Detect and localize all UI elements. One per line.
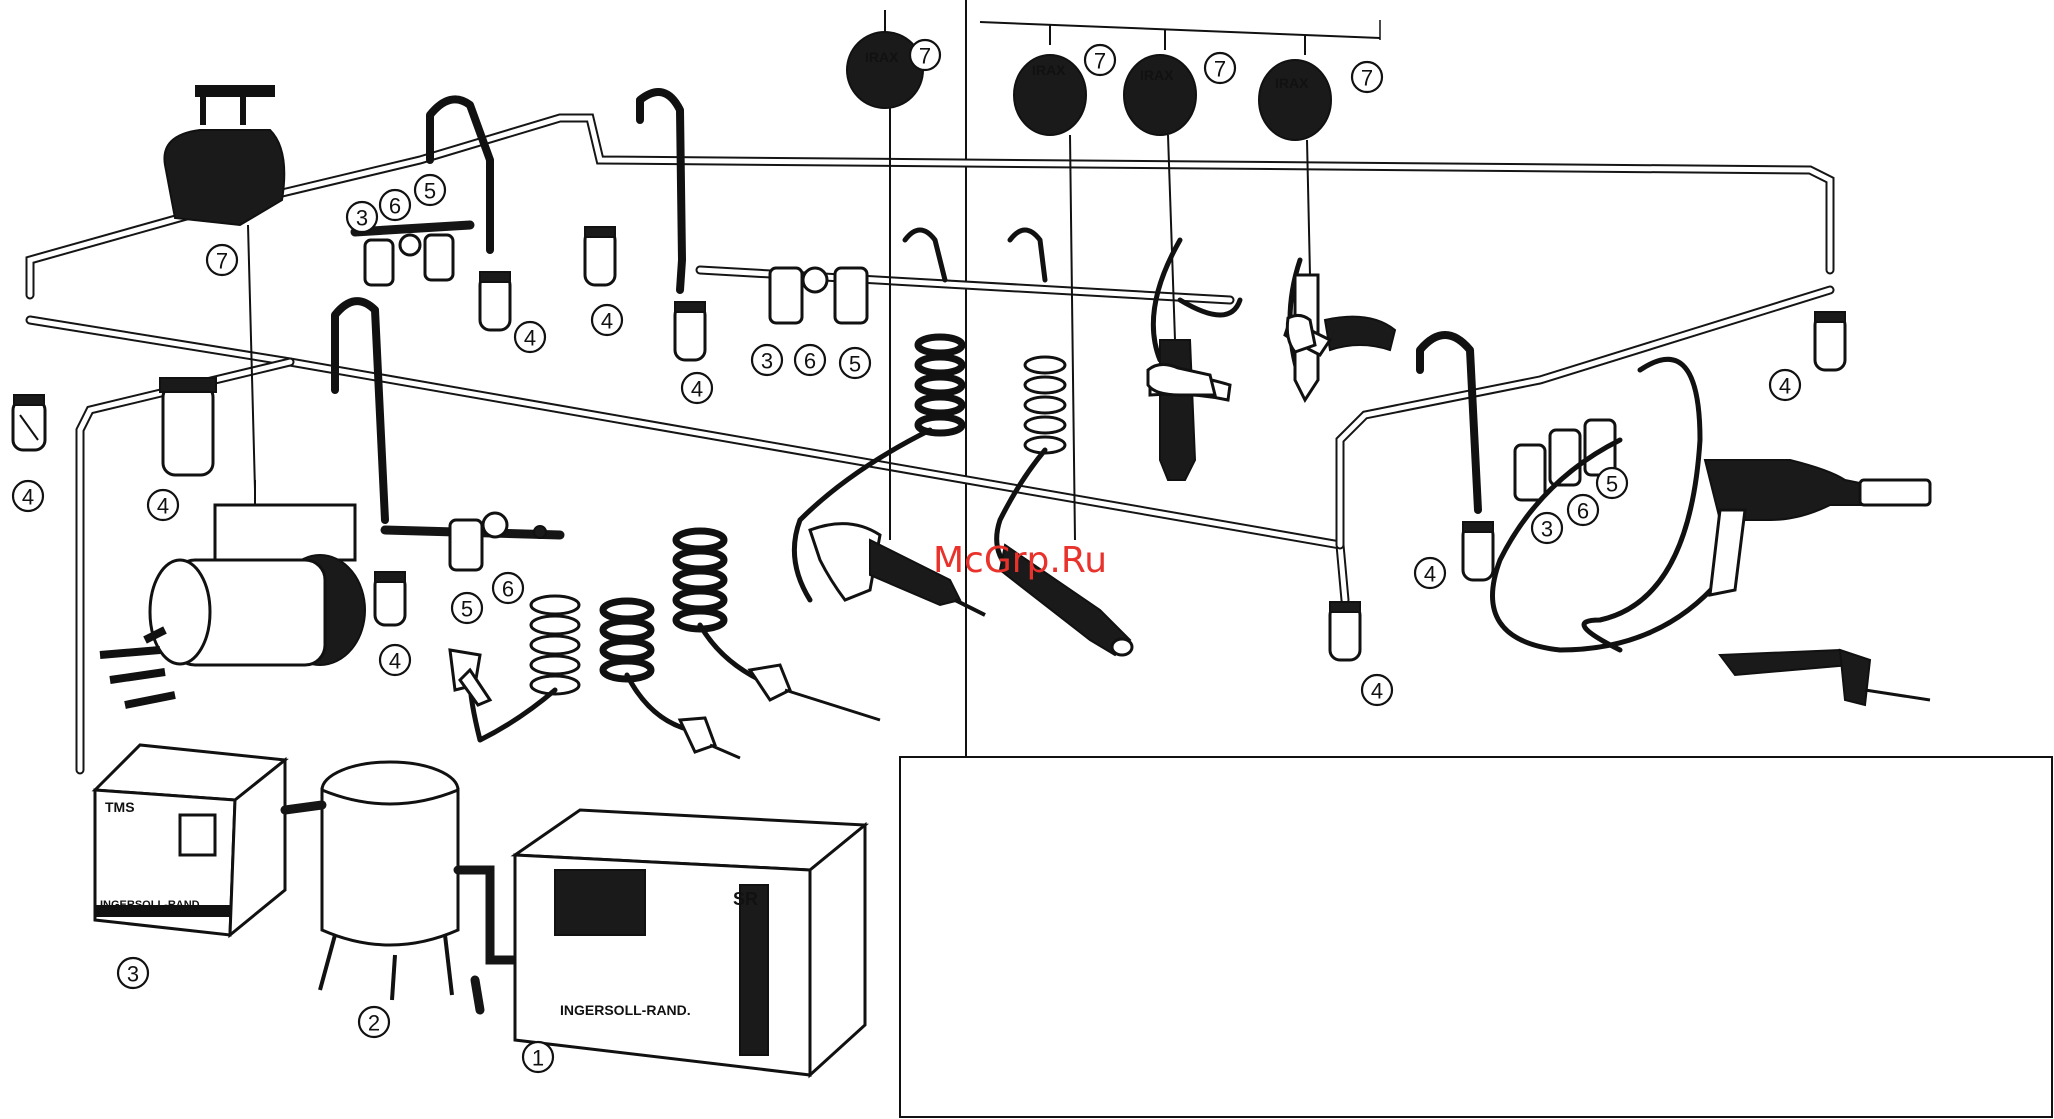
air-compressor: SR INGERSOLL-RAND. <box>515 810 865 1075</box>
blow-gun-tool <box>750 665 880 720</box>
callout-number: 6 <box>389 194 401 219</box>
coil-hose <box>1025 357 1065 453</box>
callout-number: 3 <box>356 206 368 231</box>
legend-box <box>900 757 2052 1117</box>
balancer-brand: IRAX <box>1140 67 1174 83</box>
frl-unit-c <box>450 513 546 570</box>
callout-number: 7 <box>1094 49 1106 74</box>
callout-balancer-3: 7 <box>1205 53 1235 83</box>
callout-number: 5 <box>1606 472 1618 497</box>
callout-number: 6 <box>804 349 816 374</box>
callout-drain-far-left: 4 <box>13 481 43 511</box>
callout-compressor: 1 <box>523 1042 553 1072</box>
callout-balancer-1: 7 <box>910 40 940 70</box>
callout-number: 6 <box>502 577 514 602</box>
balancer: IRAX <box>1014 24 1086 540</box>
frl-unit-b <box>770 268 867 323</box>
blow-gun-tool <box>680 718 740 758</box>
callout-receiver: 2 <box>359 1007 389 1037</box>
drain-bowl <box>1815 312 1845 370</box>
callout-drain-c1: 4 <box>515 322 545 352</box>
drain-bowl <box>585 227 615 285</box>
drain-bowl <box>1330 602 1360 660</box>
drain-bowl <box>675 302 705 360</box>
drain-bowl <box>13 395 45 450</box>
air-receiver-tank <box>285 762 525 1010</box>
callout-frl-b-lubricator: 5 <box>840 348 870 378</box>
balancer-brand: IRAX <box>1275 75 1309 91</box>
callout-number: 4 <box>1779 374 1791 399</box>
filter-bowl <box>160 378 216 475</box>
callout-number: 4 <box>601 309 613 334</box>
callout-balancer-4: 7 <box>1352 62 1382 92</box>
callout-number: 4 <box>1371 679 1383 704</box>
callout-drain-c3: 4 <box>682 373 712 403</box>
dryer-model-label: TMS <box>105 799 135 815</box>
callout-number: 2 <box>368 1011 380 1036</box>
callout-number: 7 <box>919 44 931 69</box>
compressor-brand-label: INGERSOLL-RAND. <box>560 1002 691 1018</box>
callout-number: 3 <box>761 349 773 374</box>
callout-hoist: 7 <box>207 245 237 275</box>
callout-drain-front: 4 <box>1362 675 1392 705</box>
callout-drain-c2: 4 <box>592 305 622 335</box>
callout-drain-motor: 4 <box>380 645 410 675</box>
frl-unit-a <box>355 225 470 285</box>
refrigerated-dryer: TMS INGERSOLL-RAND. <box>95 745 285 935</box>
balancers: IRAX IRAX IRAX IRAX <box>847 10 1331 540</box>
dryer-brand-label: INGERSOLL-RAND. <box>100 899 203 911</box>
drain-bowl <box>480 272 510 330</box>
callout-number: 6 <box>1577 499 1589 524</box>
callout-filter-left: 4 <box>148 490 178 520</box>
callout-number: 4 <box>691 377 703 402</box>
frl-units <box>355 225 1615 570</box>
callout-frl-c-lubricator: 5 <box>452 593 482 623</box>
coil-hose <box>918 337 962 433</box>
callout-dryer: 3 <box>118 958 148 988</box>
callout-number: 4 <box>22 485 34 510</box>
callout-drain-right-back: 4 <box>1770 370 1800 400</box>
callout-number: 7 <box>1214 57 1226 82</box>
impact-wrench-tool <box>1705 460 1930 595</box>
callout-number: 4 <box>524 326 536 351</box>
balancer-brand: IRAX <box>865 49 899 65</box>
callout-number: 5 <box>461 597 473 622</box>
callout-number: 4 <box>1424 562 1436 587</box>
callout-number: 7 <box>1361 66 1373 91</box>
callout-number: 3 <box>127 962 139 987</box>
callout-drain-right-front: 4 <box>1415 558 1445 588</box>
callout-number: 3 <box>1541 517 1553 542</box>
coiled-hoses <box>531 337 1065 694</box>
callout-frl-d-lubricator: 5 <box>1597 468 1627 498</box>
callout-frl-c-regulator: 6 <box>493 573 523 603</box>
callout-frl-b-filter: 3 <box>752 345 782 375</box>
die-grinder-tool <box>1720 650 1930 705</box>
callout-number: 4 <box>157 494 169 519</box>
coil-hose <box>676 531 724 629</box>
callout-number: 5 <box>424 179 436 204</box>
callout-frl-d-regulator: 6 <box>1568 495 1598 525</box>
drain-bowl <box>1463 522 1493 580</box>
coil-hose <box>603 601 651 679</box>
callout-number: 1 <box>532 1046 544 1071</box>
engine-part <box>100 555 365 705</box>
callout-frl-a-lubricator: 5 <box>415 175 445 205</box>
callout-frl-a-filter: 3 <box>347 202 377 232</box>
callout-number: 4 <box>389 649 401 674</box>
drain-bowl <box>375 572 405 625</box>
callout-frl-b-regulator: 6 <box>795 345 825 375</box>
balancer: IRAX <box>1259 36 1331 275</box>
callout-balancer-2: 7 <box>1085 45 1115 75</box>
overhead-hoist <box>164 85 355 560</box>
coil-hose <box>531 596 579 694</box>
screwdriver-tool <box>1150 340 1230 480</box>
watermark-text: McGrp.Ru <box>933 540 1107 581</box>
callout-number: 5 <box>849 352 861 377</box>
compressor-model-label: SR <box>733 889 758 909</box>
balancer-brand: IRAX <box>1032 62 1066 78</box>
callout-number: 7 <box>216 249 228 274</box>
callout-frl-a-regulator: 6 <box>380 190 410 220</box>
callout-frl-d-filter: 3 <box>1532 513 1562 543</box>
